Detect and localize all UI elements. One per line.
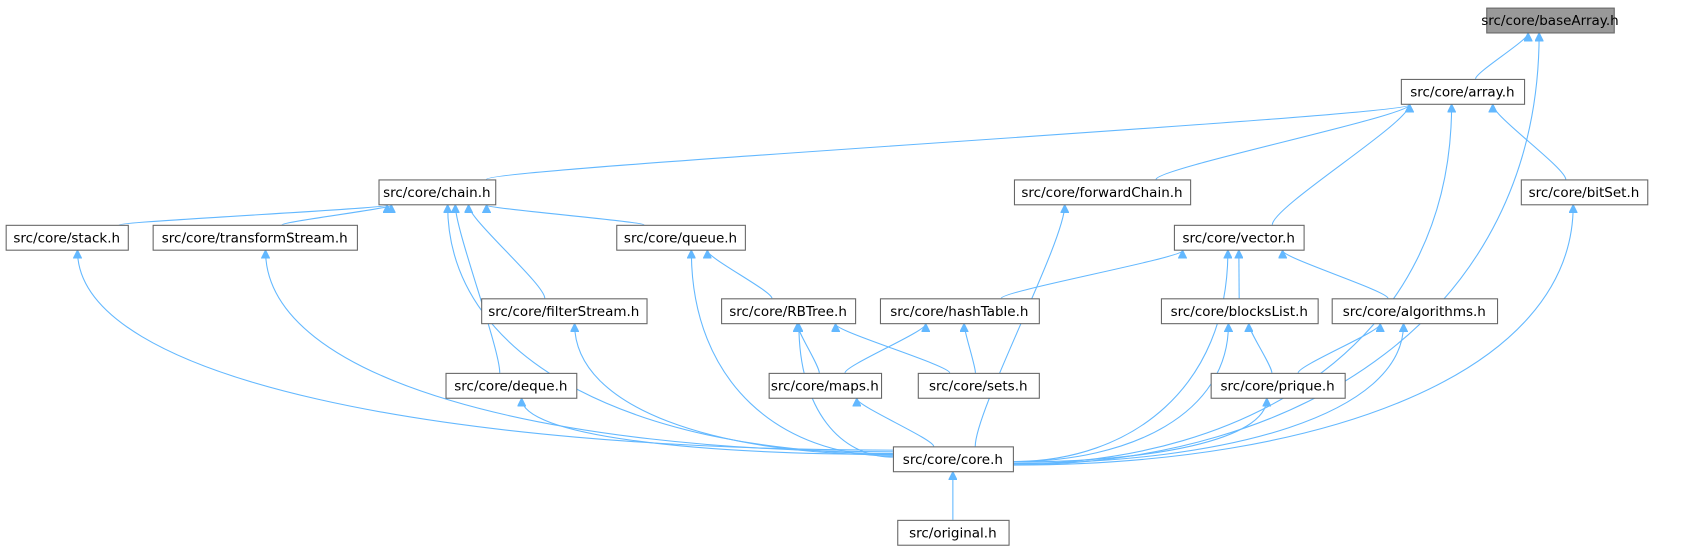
- edge-transformStream-to-chain: [281, 205, 391, 226]
- node-blocksList[interactable]: src/core/blocksList.h: [1160, 298, 1319, 325]
- edge-sets-to-hashTable: [964, 324, 976, 373]
- node-sets[interactable]: src/core/sets.h: [917, 372, 1040, 399]
- node-label: src/core/blocksList.h: [1171, 304, 1308, 320]
- edge-core-to-RBTree: [799, 324, 893, 458]
- edge-core-to-maps: [857, 399, 935, 447]
- node-label: src/core/sets.h: [929, 378, 1028, 394]
- node-algorithms[interactable]: src/core/algorithms.h: [1331, 298, 1499, 325]
- node-label: src/core/queue.h: [624, 230, 737, 246]
- node-label: src/core/maps.h: [771, 378, 879, 394]
- node-chain[interactable]: src/core/chain.h: [378, 179, 497, 206]
- node-prique[interactable]: src/core/prique.h: [1210, 372, 1346, 399]
- node-vector[interactable]: src/core/vector.h: [1173, 224, 1305, 251]
- edge-maps-to-RBTree: [797, 324, 820, 373]
- node-label: src/core/baseArray.h: [1481, 13, 1619, 29]
- node-box: [1173, 224, 1305, 251]
- node-box: [1331, 298, 1499, 325]
- node-hashTable[interactable]: src/core/hashTable.h: [879, 298, 1040, 325]
- node-box: [897, 519, 1010, 546]
- node-label: src/core/bitSet.h: [1529, 185, 1640, 201]
- node-transformStream[interactable]: src/core/transformStream.h: [152, 224, 358, 251]
- edge-queue-to-chain: [487, 205, 645, 226]
- edge-core-to-deque: [522, 399, 893, 455]
- node-bitSet[interactable]: src/core/bitSet.h: [1520, 179, 1649, 206]
- node-label: src/core/array.h: [1410, 84, 1514, 100]
- node-filterStream[interactable]: src/core/filterStream.h: [481, 298, 648, 325]
- edge-prique-to-algorithms: [1297, 324, 1380, 374]
- node-label: src/core/forwardChain.h: [1021, 185, 1182, 201]
- node-box: [5, 224, 129, 251]
- node-label: src/core/chain.h: [383, 185, 490, 201]
- node-box: [892, 446, 1014, 473]
- node-box: [152, 224, 358, 251]
- node-box: [445, 372, 578, 399]
- edge-RBTree-to-queue: [707, 251, 773, 299]
- node-box: [378, 179, 497, 206]
- edge-maps-to-hashTable: [844, 324, 926, 374]
- node-label: src/core/hashTable.h: [890, 304, 1028, 320]
- edges-layer: [77, 34, 1573, 520]
- node-label: src/core/prique.h: [1221, 378, 1335, 394]
- node-label: src/core/core.h: [903, 452, 1003, 468]
- node-forwardChain[interactable]: src/core/forwardChain.h: [1013, 179, 1192, 206]
- edge-stack-to-chain: [118, 205, 387, 226]
- edge-core-to-bitSet: [1012, 205, 1573, 466]
- edge-array-to-baseArray: [1475, 34, 1529, 80]
- node-box: [616, 224, 746, 251]
- node-label: src/original.h: [909, 525, 997, 541]
- node-label: src/core/vector.h: [1182, 230, 1294, 246]
- edge-algorithms-to-vector: [1283, 251, 1389, 299]
- node-maps[interactable]: src/core/maps.h: [768, 372, 883, 399]
- node-box: [1160, 298, 1319, 325]
- node-box: [721, 298, 857, 325]
- node-queue[interactable]: src/core/queue.h: [616, 224, 746, 251]
- edge-hashTable-to-vector: [1000, 251, 1182, 299]
- edge-deque-to-chain: [455, 205, 501, 373]
- edge-core-to-transformStream: [266, 251, 893, 453]
- edge-core-to-vector: [1012, 251, 1228, 463]
- edge-vector-to-array: [1271, 105, 1409, 225]
- edge-bitSet-to-array: [1493, 105, 1567, 180]
- node-box: [1486, 7, 1615, 34]
- node-label: src/core/filterStream.h: [488, 304, 639, 320]
- node-box: [1210, 372, 1346, 399]
- node-stack[interactable]: src/core/stack.h: [5, 224, 129, 251]
- node-original[interactable]: src/original.h: [897, 519, 1010, 546]
- node-box: [879, 298, 1040, 325]
- node-box: [917, 372, 1040, 399]
- edge-core-to-forwardChain: [974, 205, 1064, 447]
- edge-core-to-algorithms: [1012, 324, 1404, 464]
- node-core[interactable]: src/core/core.h: [892, 446, 1014, 473]
- node-box: [1520, 179, 1649, 206]
- node-RBTree[interactable]: src/core/RBTree.h: [721, 298, 857, 325]
- node-label: src/core/deque.h: [454, 378, 567, 394]
- node-deque[interactable]: src/core/deque.h: [445, 372, 578, 399]
- node-label: src/core/RBTree.h: [729, 304, 847, 320]
- node-baseArray[interactable]: src/core/baseArray.h: [1481, 7, 1619, 34]
- edge-core-to-filterStream: [575, 324, 893, 456]
- edge-core-to-stack: [77, 251, 893, 451]
- node-label: src/core/stack.h: [13, 230, 120, 246]
- edge-core-to-blocksList: [1012, 324, 1229, 463]
- edge-core-to-array: [1012, 105, 1452, 465]
- edge-core-to-prique: [1012, 399, 1267, 463]
- edge-forwardChain-to-array: [1155, 105, 1409, 180]
- edge-sets-to-RBTree: [836, 324, 951, 374]
- node-label: src/core/transformStream.h: [162, 230, 348, 246]
- node-box: [1400, 78, 1526, 105]
- edge-chain-to-array: [486, 105, 1410, 180]
- edge-core-to-queue: [691, 251, 893, 457]
- node-box: [768, 372, 883, 399]
- edge-filterStream-to-chain: [469, 205, 546, 299]
- node-box: [481, 298, 648, 325]
- node-box: [1013, 179, 1192, 206]
- edge-prique-to-blocksList: [1249, 324, 1273, 373]
- node-array[interactable]: src/core/array.h: [1400, 78, 1526, 105]
- node-label: src/core/algorithms.h: [1343, 304, 1486, 320]
- nodes-layer: src/core/baseArray.h src/core/array.h src/…: [5, 7, 1649, 546]
